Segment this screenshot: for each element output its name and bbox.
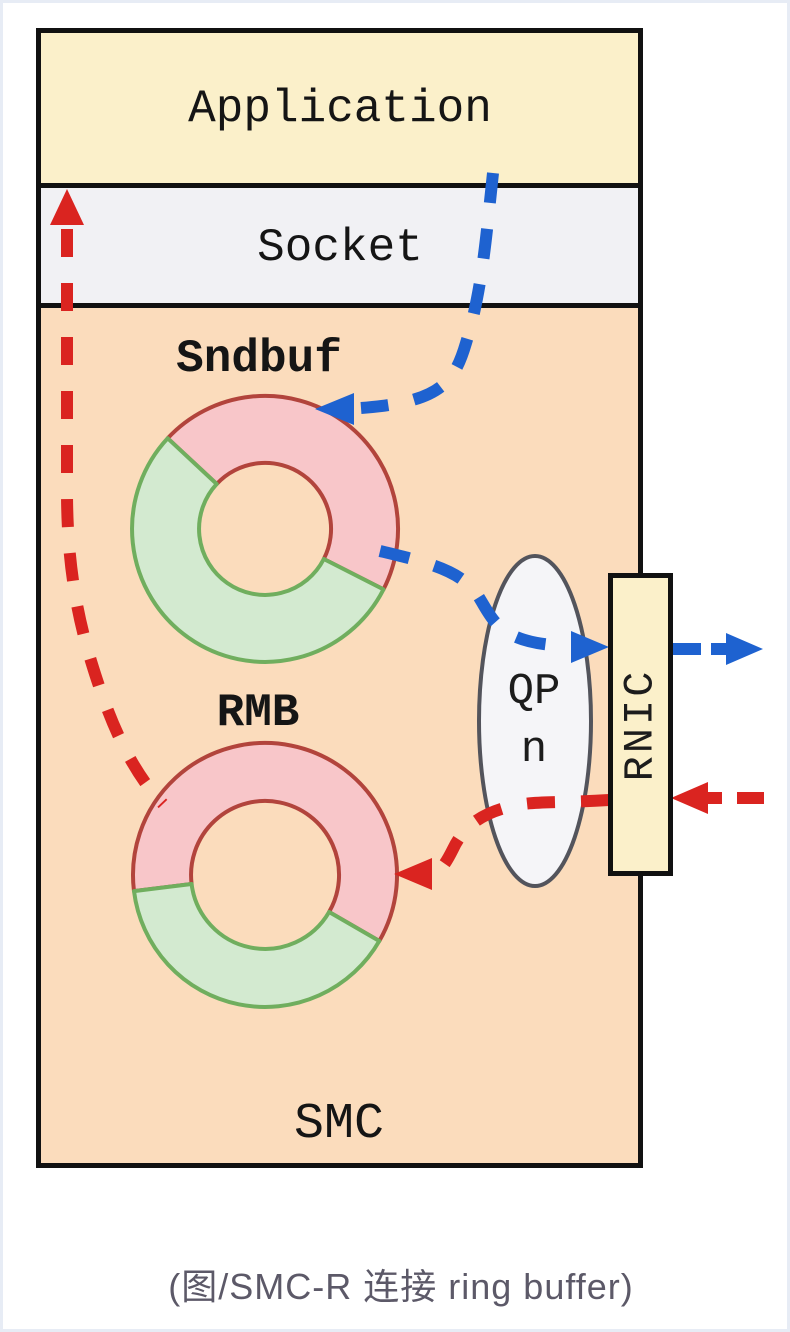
rnic-label: RNIC [616, 668, 665, 781]
red-arrowhead-into-rnic [671, 782, 722, 814]
sndbuf-label: Sndbuf [176, 333, 342, 385]
application-box [36, 28, 643, 188]
rmb-label: RMB [216, 687, 300, 739]
rnic-box: RNIC [608, 573, 673, 876]
blue-arrowhead-out [711, 633, 763, 665]
qp-label: QP n [508, 670, 561, 772]
qp-label-line2: n [520, 725, 548, 775]
socket-label: Socket [257, 222, 423, 274]
send-path-out [671, 633, 763, 665]
caption: (图/SMC-R 连接 ring buffer) [168, 1266, 634, 1307]
receive-path-in [671, 782, 764, 814]
application-label: Application [188, 83, 492, 135]
smc-label: SMC [293, 1096, 385, 1153]
qp-label-line1: QP [507, 667, 561, 717]
